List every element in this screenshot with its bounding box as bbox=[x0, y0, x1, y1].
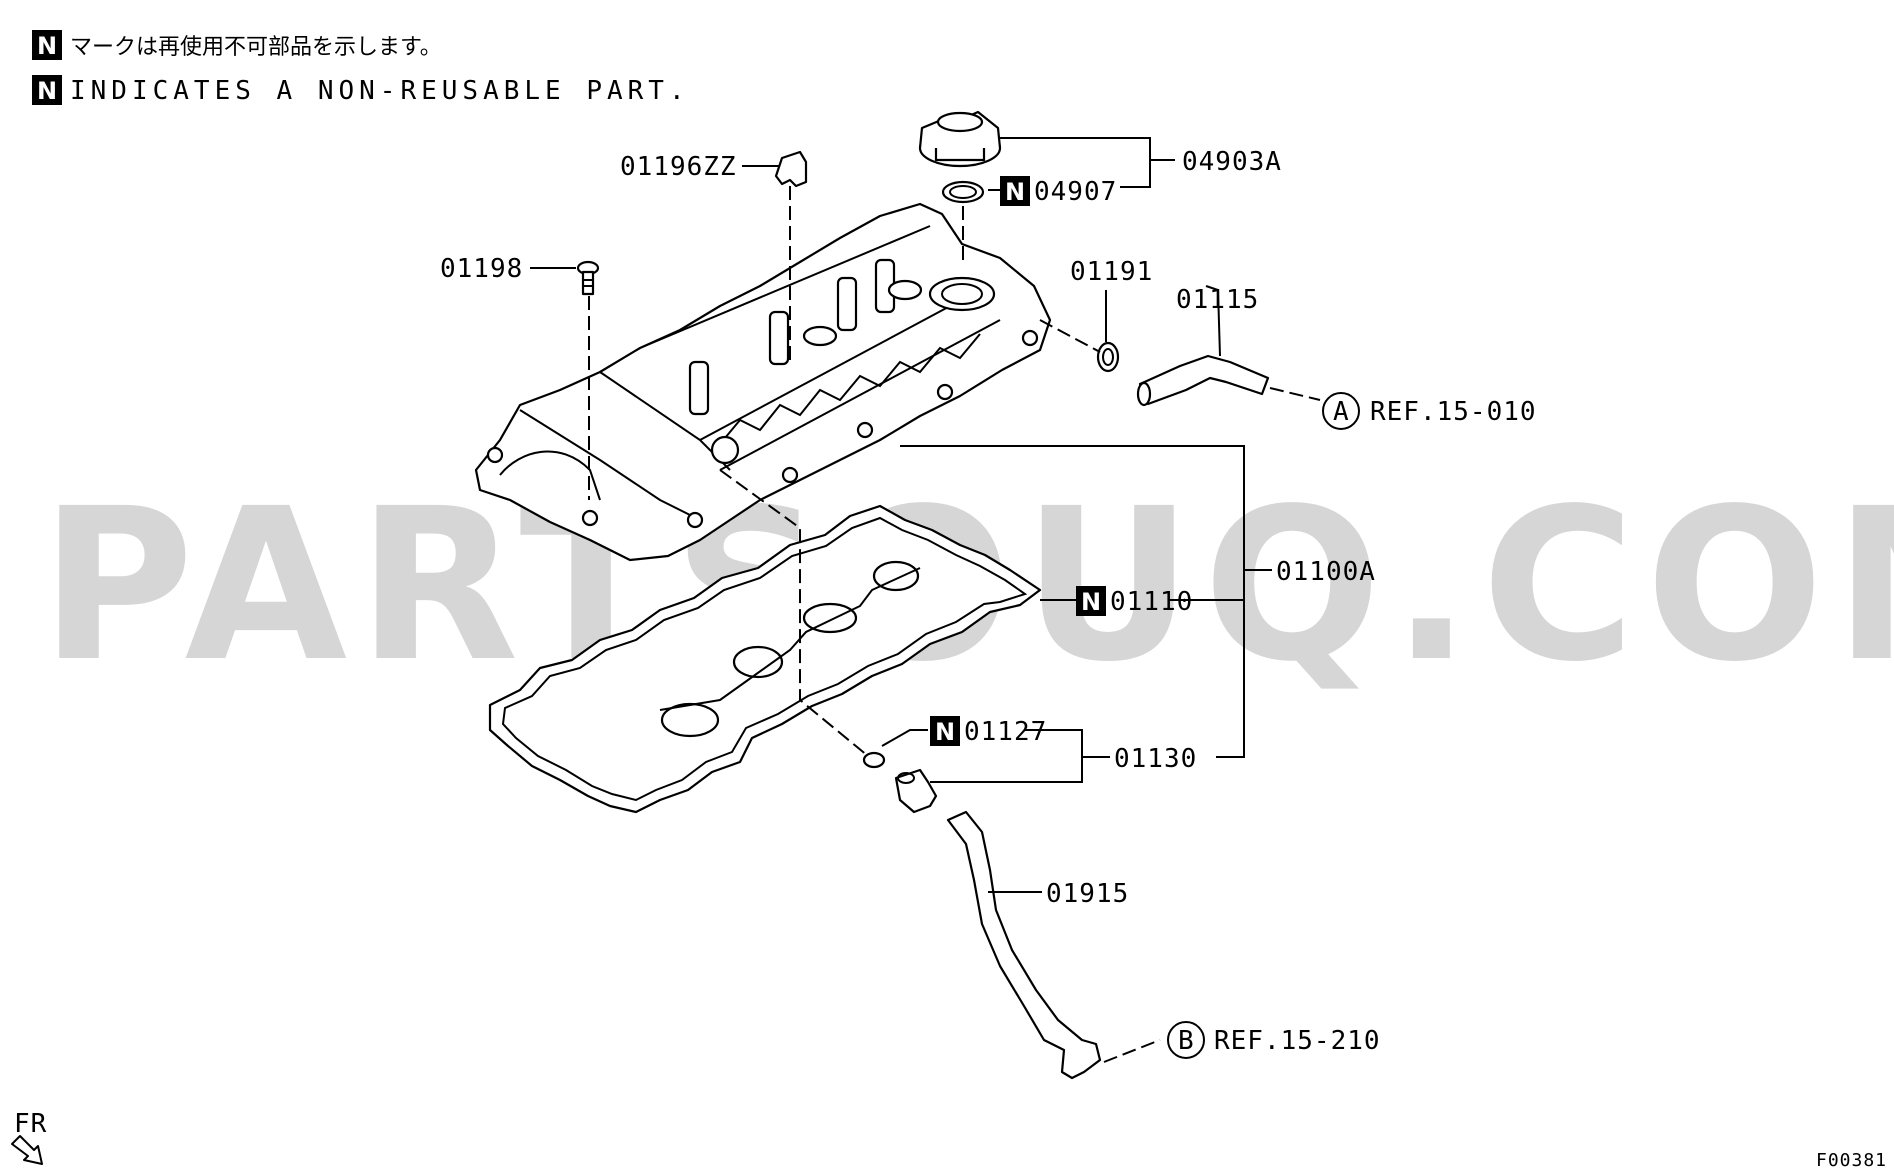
badge-letter: N bbox=[1005, 178, 1025, 206]
reference-b-text[interactable]: REF.15-210 bbox=[1214, 1026, 1381, 1056]
leader-lines bbox=[530, 137, 1272, 893]
reference-b-circle-icon bbox=[1167, 1021, 1205, 1059]
label-01127: 01127 bbox=[964, 717, 1047, 747]
o-ring-drawing bbox=[941, 180, 985, 204]
legend-badge-letter: N bbox=[37, 32, 57, 60]
callout-labels: 01196ZZ 04903A N 04907 01198 01191 01115… bbox=[440, 147, 1376, 909]
label-04903a: 04903A bbox=[1182, 147, 1282, 177]
non-reusable-badge-icon bbox=[32, 30, 62, 60]
non-reusable-badge-icon bbox=[930, 716, 960, 746]
valve-cover-drawing bbox=[474, 202, 1052, 562]
non-reusable-badge-icon bbox=[32, 75, 62, 105]
breather-hose-drawing bbox=[1138, 354, 1270, 406]
bracket-drawing bbox=[774, 150, 808, 188]
label-01110: 01110 bbox=[1110, 587, 1193, 617]
alignment-lines bbox=[588, 186, 1321, 1063]
bolt-drawing bbox=[576, 260, 600, 296]
reference-a-circle-icon bbox=[1322, 392, 1360, 430]
hose-clamp-drawing bbox=[1096, 341, 1120, 373]
o-ring-inner bbox=[949, 185, 977, 199]
pcv-valve-drawing bbox=[894, 768, 938, 814]
non-reusable-badge-icon bbox=[1076, 586, 1106, 616]
badge-letter: N bbox=[1081, 588, 1101, 616]
label-01191: 01191 bbox=[1070, 257, 1153, 287]
reference-a-letter: A bbox=[1333, 397, 1350, 427]
label-01915: 01915 bbox=[1046, 879, 1129, 909]
reference-a-text[interactable]: REF.15-010 bbox=[1370, 397, 1537, 427]
reference-a[interactable]: A REF.15-010 bbox=[1322, 392, 1537, 430]
orientation-label: FR bbox=[14, 1109, 47, 1139]
legend-english-note: INDICATES A NON-REUSABLE PART. bbox=[70, 76, 690, 106]
label-01196zz: 01196ZZ bbox=[620, 152, 737, 182]
valve-cover-gasket-drawing bbox=[488, 504, 1042, 814]
label-01130: 01130 bbox=[1114, 744, 1197, 774]
reference-b-letter: B bbox=[1178, 1026, 1195, 1056]
legend-badge-letter: N bbox=[37, 77, 57, 105]
reference-b[interactable]: B REF.15-210 bbox=[1167, 1021, 1381, 1059]
label-01198: 01198 bbox=[440, 254, 523, 284]
label-01115: 01115 bbox=[1176, 285, 1259, 315]
legend: N マークは再使用不可部品を示します。 N INDICATES A NON-RE… bbox=[32, 30, 690, 106]
figure-id: F00381 bbox=[1816, 1150, 1887, 1171]
label-01100a: 01100A bbox=[1276, 557, 1376, 587]
oil-filler-cap-drawing bbox=[918, 110, 1002, 168]
badge-letter: N bbox=[935, 718, 955, 746]
pcv-hose-drawing bbox=[946, 810, 1102, 1080]
label-04907: 04907 bbox=[1034, 177, 1117, 207]
front-arrow-icon bbox=[11, 1135, 43, 1165]
orientation-indicator: FR bbox=[11, 1109, 47, 1165]
legend-japanese-note: マークは再使用不可部品を示します。 bbox=[70, 35, 442, 60]
pcv-o-ring-drawing bbox=[862, 751, 886, 769]
non-reusable-badge-icon bbox=[1000, 176, 1030, 206]
